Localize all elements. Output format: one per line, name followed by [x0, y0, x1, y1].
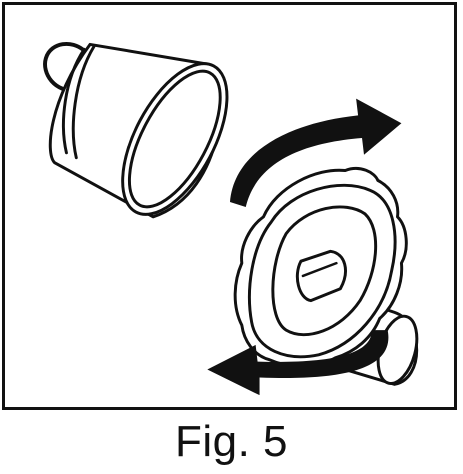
nozzle-flange-rim [248, 183, 397, 359]
cap-rim-band-2 [71, 44, 96, 160]
rotating-nozzle [233, 166, 419, 386]
nozzle-inner-recess [271, 205, 378, 337]
figure-caption: Fig. 5 [174, 417, 289, 466]
clockwise-arrow-top [229, 98, 402, 207]
cap-with-ring [43, 42, 229, 219]
cap-end-face-inner [127, 69, 222, 209]
counterclockwise-arrow-bottom [207, 330, 389, 396]
cap-rim-band-1 [62, 47, 86, 155]
cap-ring [43, 42, 93, 91]
figure-illustration [43, 42, 419, 396]
nozzle-slot [295, 249, 347, 303]
nozzle-slot-line [301, 261, 338, 278]
cap-end-face [121, 62, 229, 216]
figure-frame [2, 2, 457, 410]
